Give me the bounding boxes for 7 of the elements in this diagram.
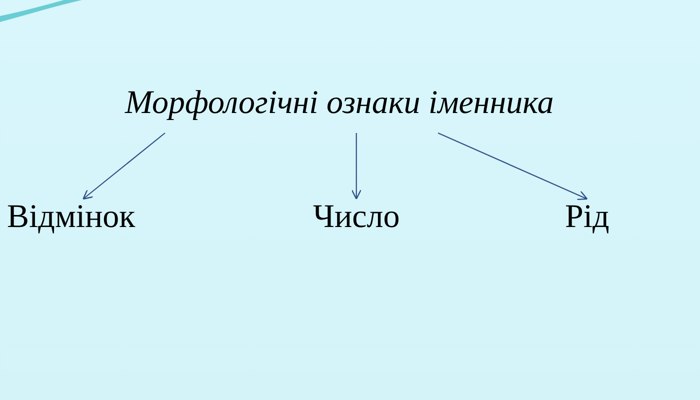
category-label: Рід (565, 199, 610, 235)
arrow (351, 133, 362, 200)
category-label: Число (313, 199, 400, 235)
arrow (82, 132, 166, 200)
heading-text: Морфологічні ознаки іменника (125, 85, 554, 121)
arrow (438, 132, 588, 200)
category-label: Відмінок (7, 199, 136, 235)
